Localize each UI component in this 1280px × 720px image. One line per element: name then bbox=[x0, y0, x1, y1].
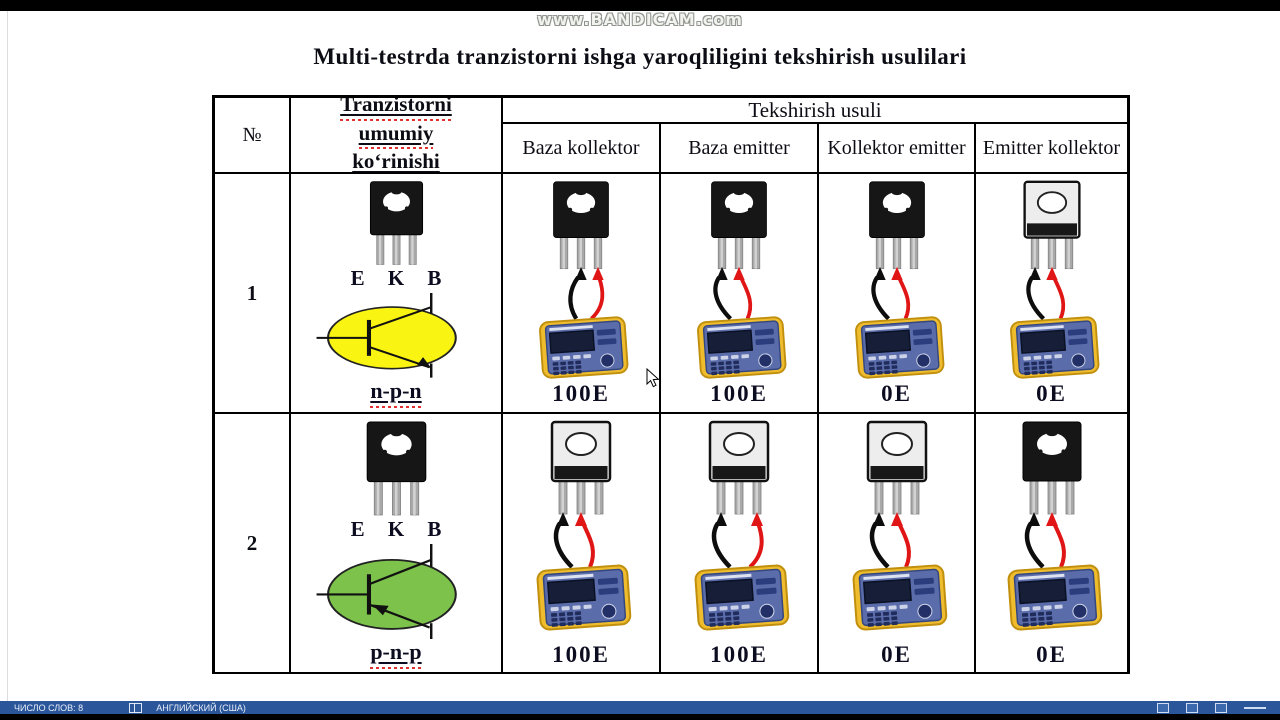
multimeter bbox=[697, 316, 787, 379]
probe-arrows bbox=[1024, 512, 1066, 569]
transistor-package-white bbox=[708, 420, 770, 515]
transistor-symbol bbox=[316, 543, 457, 639]
test-cell-emitter-kollektor: 0E bbox=[975, 413, 1128, 674]
reading-value: 0E bbox=[881, 381, 912, 406]
top-black-bar bbox=[0, 0, 1280, 11]
multimeter bbox=[1007, 564, 1102, 631]
test-cell-emitter-kollektor: 0E bbox=[975, 173, 1128, 413]
transistor-view-pnp: E K B p-n-p bbox=[290, 413, 502, 674]
test-illustration bbox=[694, 420, 790, 631]
reading-value: 0E bbox=[1036, 642, 1067, 667]
view-header-word: ko‘rinishi bbox=[352, 149, 440, 172]
bottom-black-bar bbox=[0, 714, 1280, 720]
transistor-package-black bbox=[868, 181, 925, 270]
zoom-slider[interactable] bbox=[1244, 706, 1266, 709]
transistor-type-label: p-n-p bbox=[370, 639, 422, 669]
language-indicator[interactable]: АНГЛИЙСКИЙ (США) bbox=[156, 702, 246, 713]
transistor-package-black bbox=[366, 421, 426, 516]
print-layout-icon[interactable] bbox=[1186, 702, 1198, 713]
pin-labels: E K B bbox=[350, 516, 451, 541]
view-column-header: Tranzistorni umumiy ko‘rinishi bbox=[290, 97, 502, 173]
test-cell-kollektor-emitter: 0E bbox=[818, 413, 975, 674]
multimeter bbox=[1009, 316, 1099, 379]
test-cell-baza-kollektor: 100E bbox=[502, 413, 660, 674]
transistor-package-black bbox=[711, 181, 767, 270]
test-illustration bbox=[536, 420, 632, 631]
transistor-symbol bbox=[316, 293, 457, 378]
test-illustration bbox=[852, 420, 947, 631]
column-header-emitter-kollektor: Emitter kollektor bbox=[975, 123, 1128, 173]
probe-arrows bbox=[870, 266, 910, 321]
transistor-package-view bbox=[369, 181, 423, 265]
test-method-header: Tekshirish usuli bbox=[502, 97, 1128, 123]
web-layout-icon[interactable] bbox=[1215, 702, 1227, 713]
reading-value: 0E bbox=[1036, 381, 1067, 406]
reading-value: 100E bbox=[710, 381, 768, 406]
test-illustration bbox=[697, 181, 787, 379]
reading-value: 100E bbox=[710, 642, 768, 667]
reading-value: 100E bbox=[552, 642, 610, 667]
test-cell-baza-emitter: 100E bbox=[660, 173, 818, 413]
mouse-cursor bbox=[646, 367, 660, 388]
multimeter bbox=[854, 316, 944, 379]
multimeter bbox=[539, 316, 629, 379]
transistor-package-view bbox=[366, 421, 426, 516]
probe-arrows bbox=[553, 512, 595, 569]
test-illustration bbox=[1007, 421, 1102, 631]
word-count-indicator[interactable]: ЧИСЛО СЛОВ: 8 bbox=[14, 702, 84, 713]
view-header-word: Tranzistorni bbox=[340, 98, 452, 121]
document-edge-line bbox=[7, 11, 8, 701]
word-status-bar: ЧИСЛО СЛОВ: 8 АНГЛИЙСКИЙ (США) bbox=[0, 701, 1280, 714]
test-illustration bbox=[539, 181, 629, 379]
probe-arrows bbox=[568, 266, 605, 321]
number-column-header: № bbox=[214, 97, 290, 173]
probe-arrows bbox=[711, 512, 764, 569]
transistor-package-white bbox=[1022, 180, 1081, 270]
reading-value: 100E bbox=[552, 381, 610, 406]
transistor-package-white bbox=[550, 420, 612, 515]
multimeter bbox=[536, 564, 632, 631]
transistor-type-label: n-p-n bbox=[370, 378, 422, 408]
bandicam-watermark: www.BANDICAM.com bbox=[537, 10, 743, 29]
multimeter bbox=[852, 564, 947, 631]
transistor-package-black bbox=[369, 181, 423, 265]
test-cell-baza-kollektor: 100E bbox=[502, 173, 660, 413]
probe-arrows bbox=[713, 266, 753, 321]
test-illustration bbox=[854, 181, 944, 379]
read-mode-icon[interactable] bbox=[1157, 702, 1169, 713]
spellcheck-book-icon[interactable] bbox=[129, 702, 143, 713]
reading-value: 0E bbox=[881, 642, 912, 667]
row-number: 2 bbox=[214, 413, 290, 674]
test-methods-table: № Tranzistorni umumiy ko‘rinishi Tekshir… bbox=[212, 95, 1130, 674]
view-header-word: umumiy bbox=[358, 120, 434, 150]
column-header-kollektor-emitter: Kollektor emitter bbox=[818, 123, 975, 173]
transistor-package-black bbox=[553, 181, 609, 270]
test-illustration bbox=[1009, 180, 1099, 379]
probe-arrows bbox=[869, 512, 911, 569]
test-cell-baza-emitter: 100E bbox=[660, 413, 818, 674]
test-cell-kollektor-emitter: 0E bbox=[818, 173, 975, 413]
column-header-baza-kollektor: Baza kollektor bbox=[502, 123, 660, 173]
transistor-view-npn: E K B n-p-n bbox=[290, 173, 502, 413]
page-title: Multi-testrda tranzistorni ishga yaroqli… bbox=[313, 44, 967, 69]
column-header-baza-emitter: Baza emitter bbox=[660, 123, 818, 173]
pin-labels: E K B bbox=[350, 266, 451, 291]
transistor-package-black bbox=[1022, 421, 1081, 515]
transistor-package-white bbox=[866, 420, 927, 515]
probe-arrows bbox=[1025, 266, 1065, 321]
row-number: 1 bbox=[214, 173, 290, 413]
multimeter bbox=[694, 564, 790, 631]
